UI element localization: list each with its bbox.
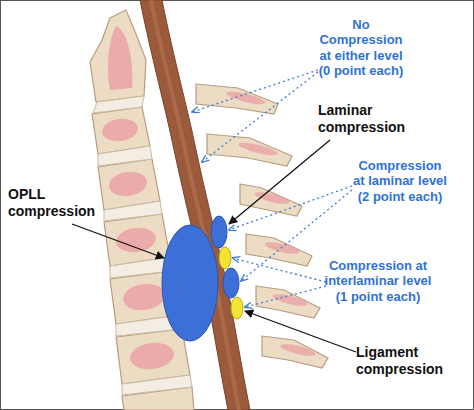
anatomy-label: Ligament compression — [356, 344, 452, 377]
c7-vertebra — [116, 329, 190, 384]
black-leaders — [72, 140, 356, 352]
c2-vertebra — [90, 10, 146, 102]
laminar-compression-mark — [211, 216, 227, 248]
anatomy-label: Laminar compression — [318, 102, 414, 135]
cord-highlight — [151, 0, 239, 410]
laminar-compression-mark — [223, 268, 239, 298]
score-label: No Compression at either level (0 point … — [312, 17, 410, 78]
score-label: Compression at laminar level (2 point ea… — [352, 158, 448, 204]
vertebral-bodies — [90, 10, 194, 410]
ligament-compression-mark — [219, 247, 231, 269]
anatomy-label: OPLL compression — [8, 186, 104, 219]
spinal-cord — [140, 0, 250, 410]
ligament-compression-mark — [231, 297, 243, 319]
score-label: Compression at interlaminar level (1 poi… — [322, 258, 434, 304]
opll-mass — [162, 225, 218, 341]
lamina-marrow — [226, 89, 317, 358]
